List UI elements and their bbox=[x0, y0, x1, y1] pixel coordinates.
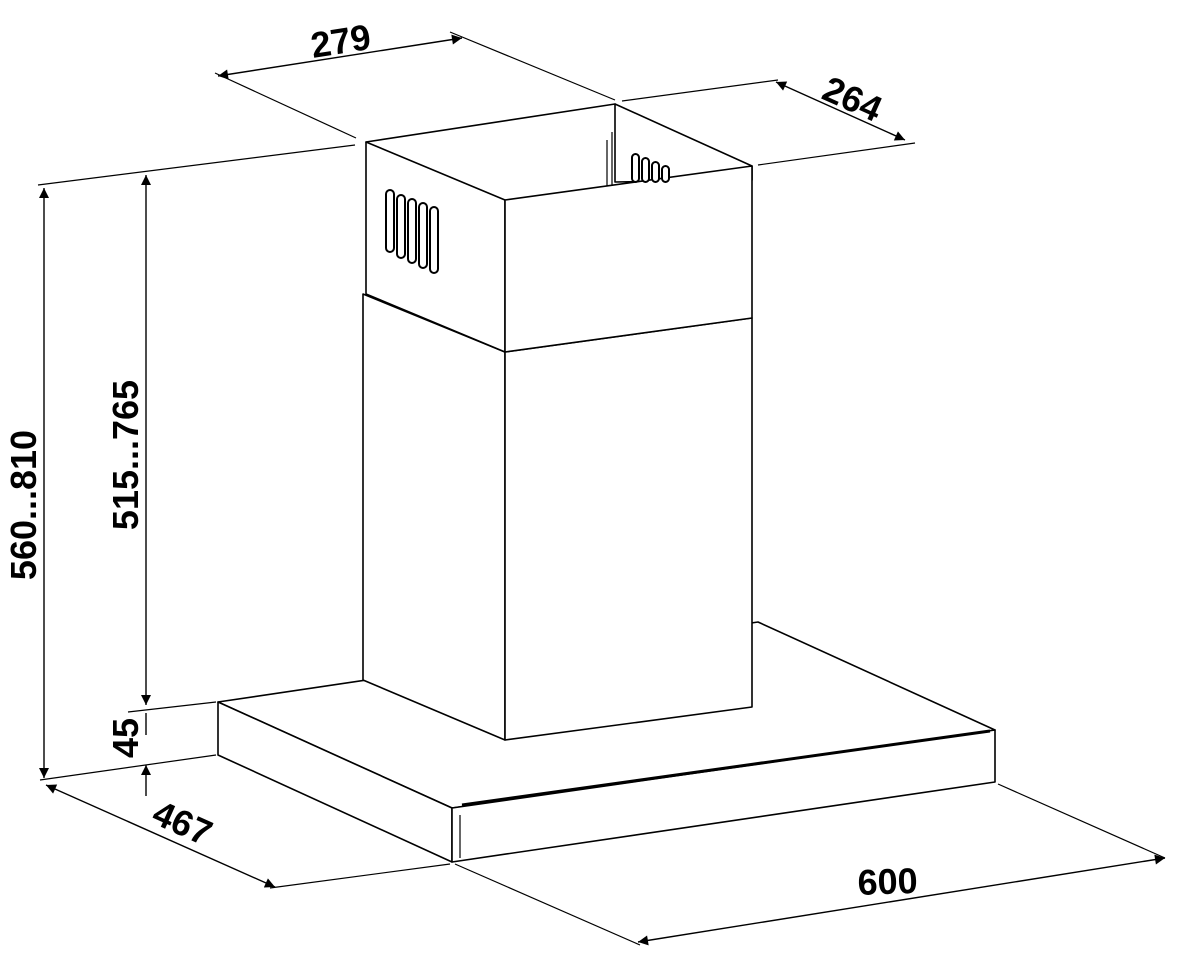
ext-279-left bbox=[214, 72, 357, 139]
ext-600-right bbox=[997, 783, 1166, 859]
label-chimney-height: 515...765 bbox=[105, 380, 146, 530]
vent-slot bbox=[396, 194, 406, 259]
label-total-height: 560...810 bbox=[3, 430, 44, 580]
ext-279-right bbox=[449, 31, 616, 101]
vent-slot bbox=[407, 198, 417, 264]
dim-line-600 bbox=[637, 854, 1166, 946]
canopy-front-edge bbox=[461, 729, 991, 807]
vent-slot bbox=[661, 165, 670, 183]
ext-264-back bbox=[621, 79, 779, 102]
vent-slot bbox=[651, 161, 660, 183]
dim-line-467 bbox=[45, 784, 276, 888]
label-chimney-width: 279 bbox=[308, 16, 374, 66]
dim-line-264 bbox=[775, 81, 906, 141]
vent-slot bbox=[418, 202, 428, 269]
ext-600-left bbox=[454, 863, 641, 946]
vent-slots-back bbox=[631, 153, 670, 183]
lower-chimney-front-face bbox=[504, 317, 753, 741]
dimension-lines bbox=[39, 34, 1166, 946]
vent-slot bbox=[631, 153, 640, 183]
label-hood-thickness: 45 bbox=[105, 718, 146, 758]
ext-467-front bbox=[269, 863, 451, 889]
upper-chimney bbox=[365, 103, 753, 353]
upper-chimney-top-left-edge bbox=[365, 103, 616, 143]
label-chimney-depth: 264 bbox=[817, 68, 889, 130]
dimension-labels: 279 264 560...810 515...765 45 467 600 bbox=[3, 16, 918, 903]
ext-45-top bbox=[127, 701, 217, 713]
label-hood-width: 600 bbox=[857, 860, 918, 903]
lower-chimney-left-face bbox=[362, 293, 506, 741]
label-hood-depth: 467 bbox=[147, 792, 219, 854]
vent-slot bbox=[429, 206, 439, 274]
vent-slot bbox=[641, 157, 650, 183]
lower-chimney bbox=[362, 293, 753, 741]
ext-264-front bbox=[757, 142, 916, 166]
ext-top-height bbox=[37, 144, 356, 186]
vent-slot bbox=[385, 189, 395, 253]
vent-slots-left bbox=[385, 189, 439, 274]
extension-lines bbox=[37, 31, 1166, 946]
dim-line-279 bbox=[217, 34, 463, 80]
ext-45-bottom bbox=[39, 754, 217, 781]
